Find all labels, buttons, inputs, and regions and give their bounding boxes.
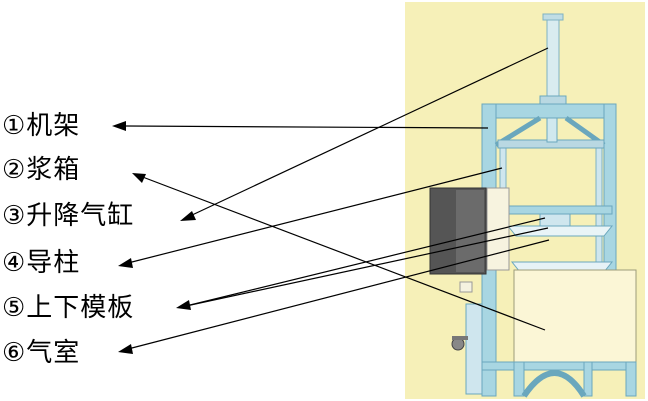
base-arch xyxy=(521,370,587,398)
cylinder-cap xyxy=(542,13,564,21)
valve-pipe xyxy=(465,303,483,395)
arrow-mold xyxy=(176,300,191,310)
leader-mold-lower xyxy=(185,227,549,307)
leader-frame xyxy=(123,125,489,129)
top-beam xyxy=(481,103,615,119)
leader-lines xyxy=(112,47,550,354)
base-rail xyxy=(481,361,637,371)
slurry-box-face xyxy=(456,190,484,272)
leader-air-chamber xyxy=(127,239,550,350)
label-guide-post: ④导柱 xyxy=(2,248,81,278)
label-mold-plates: ⑤上下模板 xyxy=(2,293,135,323)
right-pillar xyxy=(603,103,617,275)
piston-link xyxy=(546,117,558,143)
label-frame: ①机架 xyxy=(2,111,81,141)
leader-cylinder xyxy=(189,47,549,217)
leg-left xyxy=(513,361,525,397)
leader-mold-upper xyxy=(185,217,546,307)
leader-slurry-box xyxy=(139,175,546,331)
arrow-cylinder xyxy=(180,211,196,221)
label-lift-cylinder: ③升降气缸 xyxy=(2,201,135,231)
leg-mid xyxy=(583,361,593,397)
arrow-slurry-box xyxy=(132,173,146,183)
leg-right xyxy=(625,361,637,397)
leader-guide-post xyxy=(127,167,503,264)
valve-stem xyxy=(452,336,468,340)
lower-mold-plate xyxy=(506,225,614,237)
box-body xyxy=(513,269,637,363)
arrow-guide-post xyxy=(118,258,133,268)
small-fitting xyxy=(459,281,473,293)
cylinder-rod xyxy=(546,15,560,97)
label-slurry-box: ②浆箱 xyxy=(2,155,81,185)
arrow-frame xyxy=(112,121,126,131)
label-air-chamber: ⑥气室 xyxy=(2,338,81,368)
upper-mold-plate xyxy=(505,205,613,215)
arrow-air-chamber xyxy=(118,344,133,354)
guide-post-right xyxy=(595,139,603,271)
